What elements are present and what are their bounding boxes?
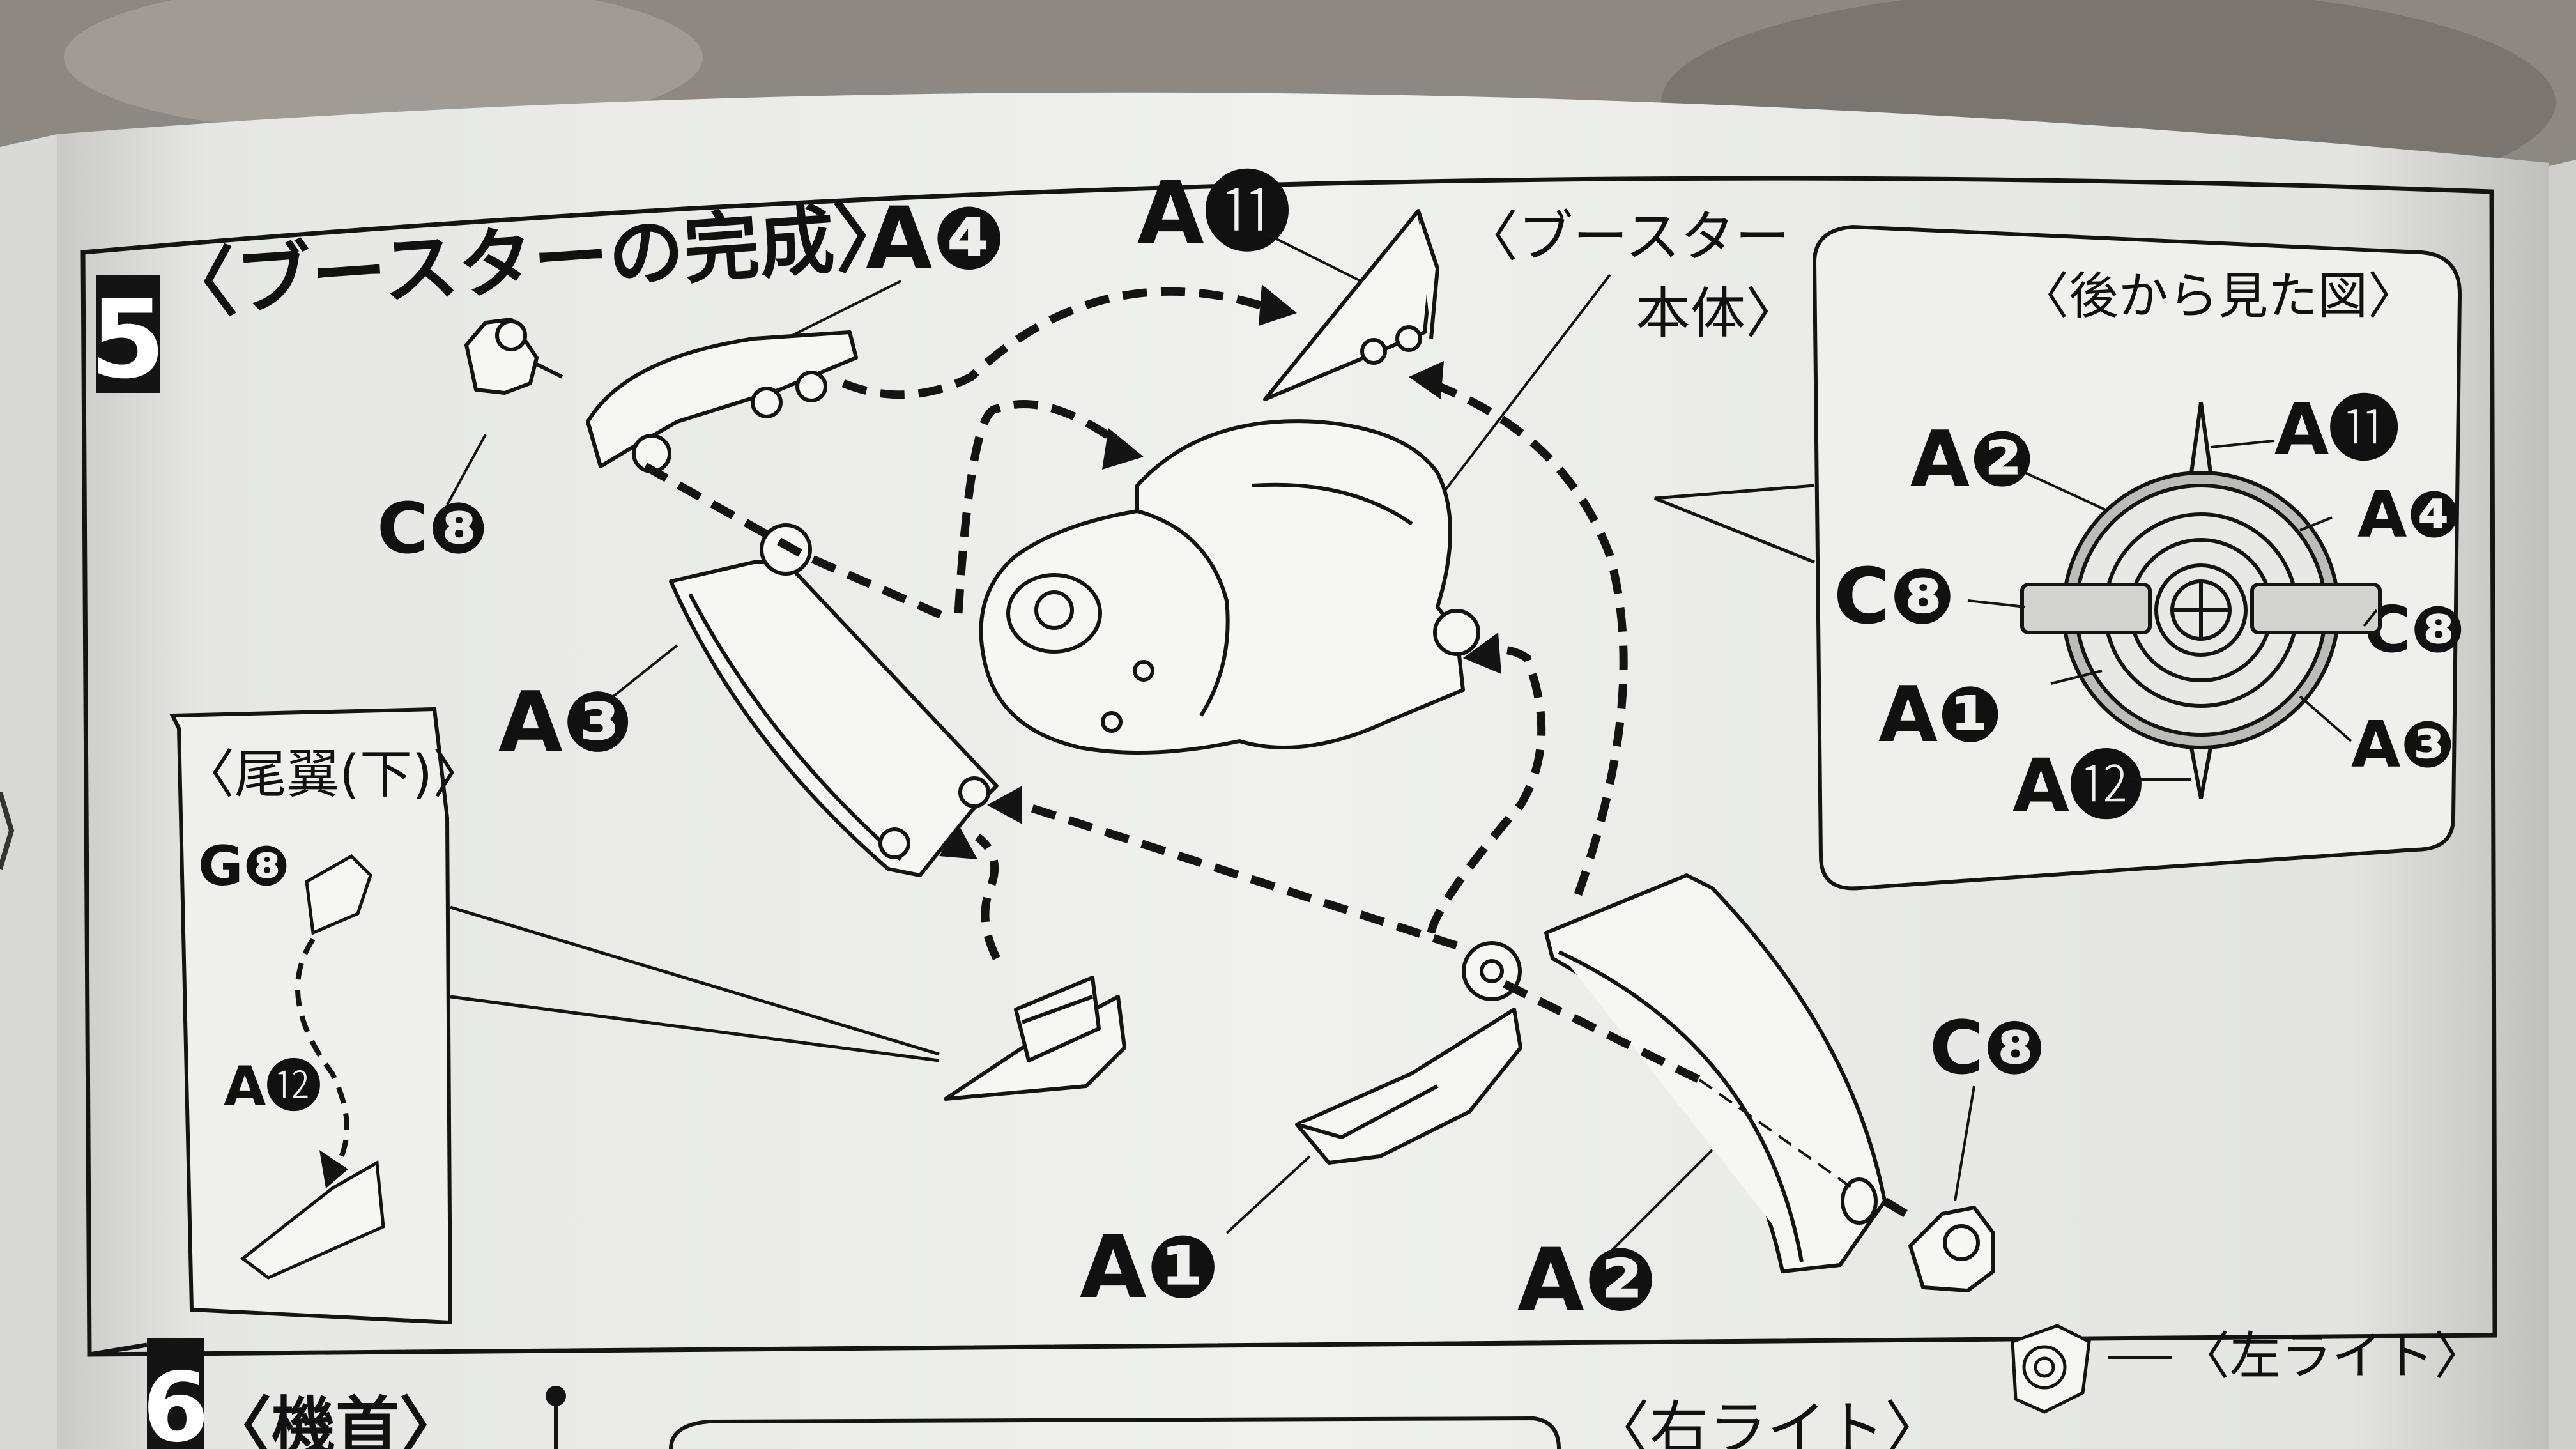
step5-number-box bbox=[96, 275, 160, 393]
rear-view-leaders bbox=[1967, 440, 2378, 781]
label-a11: A⓫ bbox=[1137, 163, 1290, 263]
rear-view-a2: A❷ bbox=[1910, 415, 2034, 504]
part-a3 bbox=[669, 523, 999, 877]
part-c8-right bbox=[1908, 1206, 1995, 1292]
step6-number-box bbox=[147, 1338, 204, 1449]
tail-inset-title: 〈尾翼(下)〉 bbox=[182, 744, 485, 805]
left-page-edge bbox=[0, 134, 57, 1449]
step6-title: 〈機首〉 bbox=[208, 1390, 463, 1449]
label-c8-right: C❽ bbox=[1929, 1006, 2046, 1091]
rear-view-a4: A❹ bbox=[2358, 477, 2461, 552]
part-booster-body bbox=[979, 419, 1480, 755]
step6-right-light: 〈右ライト〉 bbox=[1591, 1395, 1943, 1449]
step6-number: 6 bbox=[142, 1353, 209, 1449]
tail-inset-a12: A⓬ bbox=[224, 1055, 321, 1119]
step5-frame bbox=[80, 176, 2497, 1357]
label-a1: A❶ bbox=[1080, 1217, 1220, 1317]
part-c8-left bbox=[464, 318, 564, 395]
label-a4: A❹ bbox=[866, 188, 1006, 289]
rear-view-title: 〈後から見た図〉 bbox=[2019, 268, 2418, 325]
part-a2 bbox=[1544, 873, 1887, 1273]
part-g8 bbox=[305, 854, 372, 935]
part-a4 bbox=[586, 330, 858, 473]
part-a11 bbox=[1263, 209, 1439, 401]
arrowheads bbox=[939, 284, 1501, 859]
step5-number: 5 bbox=[90, 277, 165, 403]
tail-inset-g8: G❽ bbox=[198, 834, 289, 898]
right-page-edge bbox=[2549, 160, 2576, 1449]
part-tail-assembled bbox=[944, 976, 1126, 1101]
rear-view-a3: A❸ bbox=[2351, 707, 2455, 782]
tail-inset: 〈尾翼(下)〉 G❽ A⓬ bbox=[169, 707, 940, 1325]
rear-view-drawing bbox=[2020, 402, 2382, 799]
label-c8-left: C❽ bbox=[377, 487, 488, 569]
rear-view-a11: A⓫ bbox=[2274, 388, 2399, 470]
rear-view-a1: A❶ bbox=[1878, 671, 2002, 760]
part-left-light bbox=[2011, 1324, 2091, 1414]
parts bbox=[464, 209, 1995, 1292]
rear-view-a12: A⓬ bbox=[2012, 744, 2143, 829]
rear-view-inset: 〈後から見た図〉 A❷ A⓫ A❹ C❽ C❽ A❶ A❸ A⓬ bbox=[1654, 224, 2465, 891]
part-a12-inset bbox=[240, 1160, 385, 1280]
leader-lines bbox=[446, 232, 1975, 1254]
label-booster-body-2: 本体〉 bbox=[1636, 282, 1800, 346]
step6-header: 6 〈機首〉 〈右ライト〉 〈左ライト〉 bbox=[142, 1324, 2485, 1449]
label-booster-body-1: 〈ブースター bbox=[1463, 205, 1790, 269]
step6-left-light: 〈左ライト〉 bbox=[2179, 1326, 2485, 1386]
label-a2: A❷ bbox=[1517, 1230, 1657, 1330]
assembly-arrows bbox=[643, 287, 1919, 1224]
label-a3: A❸ bbox=[498, 673, 633, 770]
rear-view-c8-left: C❽ bbox=[1834, 553, 1955, 641]
